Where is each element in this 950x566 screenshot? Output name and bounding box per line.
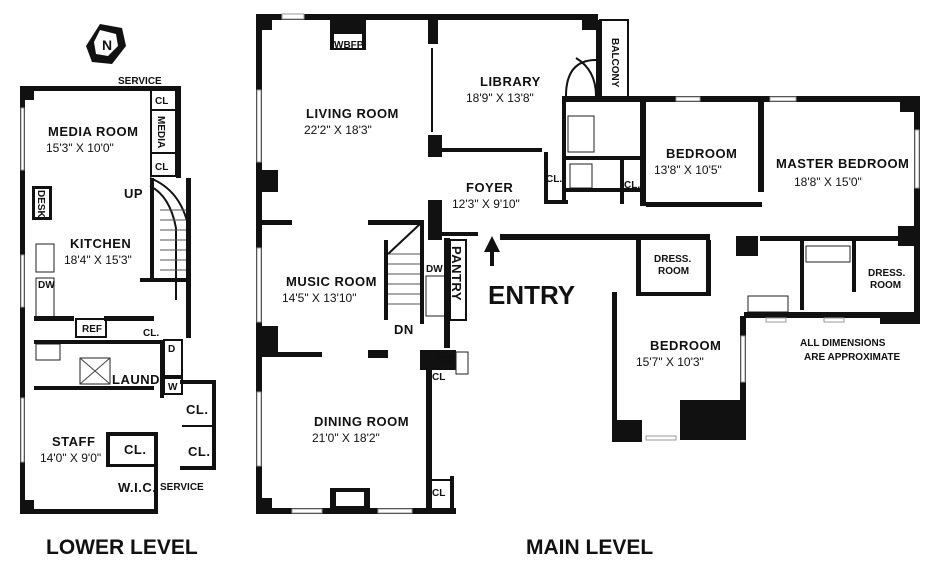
bedroom-2-dims: 15'7" X 10'3" (636, 355, 704, 369)
master-bedroom-name: MASTER BEDROOM (776, 156, 909, 171)
lower-level-title: LOWER LEVEL (46, 536, 198, 559)
dining-room-dims: 21'0" X 18'2" (312, 431, 380, 445)
entry-arrow-icon (484, 236, 500, 252)
staff-room-dims: 14'0" X 9'0" (40, 451, 101, 465)
compass-letter: N (102, 37, 113, 53)
lower-level-labels: SERVICE MEDIA ROOM 15'3" X 10'0" MEDIA C… (35, 76, 210, 495)
closet-label-2: CL. (624, 180, 640, 191)
washer-label: W (168, 382, 178, 393)
bedroom-2-name: BEDROOM (650, 338, 721, 353)
balcony-label: BALCONY (609, 38, 620, 88)
music-room-dims: 14'5" X 13'10" (282, 291, 357, 305)
note-line-1: ALL DIMENSIONS (800, 338, 886, 349)
wbfp-label: WBFP (334, 40, 364, 51)
note-line-2: ARE APPROXIMATE (804, 352, 900, 363)
closet-label-3: CL (432, 372, 445, 383)
bedroom-1-dims: 13'8" X 10'5" (654, 163, 722, 177)
service-label-bottom: SERVICE (160, 482, 204, 493)
main-level-plan (256, 13, 920, 514)
main-level-labels: WBFP BALCONY LIBRARY 18'9" X 13'8" LIVIN… (282, 38, 909, 499)
dressing-room-2-line1: DRESS. (868, 268, 905, 279)
master-bedroom-dims: 18'8" X 15'0" (794, 175, 862, 189)
library-name: LIBRARY (480, 74, 541, 89)
laundry-label: LAUND. (112, 372, 164, 387)
bedroom-1-name: BEDROOM (666, 146, 737, 161)
dining-room-name: DINING ROOM (314, 414, 409, 429)
staff-room-name: STAFF (52, 434, 95, 449)
refrigerator-label: REF (82, 324, 102, 335)
main-refrigerator-label: REF (436, 354, 456, 365)
living-room-name: LIVING ROOM (306, 106, 399, 121)
closet-label-d: CL. (124, 442, 146, 457)
music-room-name: MUSIC ROOM (286, 274, 377, 289)
service-label-top: SERVICE (118, 76, 162, 87)
desk-label: DESK (35, 190, 46, 219)
main-dishwasher-label: DW (426, 264, 443, 275)
stair-down-label: DN (394, 322, 414, 337)
dressing-room-1-line1: DRESS. (654, 254, 691, 265)
stair-up-label: UP (124, 186, 143, 201)
kitchen-name: KITCHEN (70, 236, 131, 251)
dressing-room-1-line2: ROOM (658, 266, 689, 277)
closet-label-4: CL (432, 488, 445, 499)
foyer-dims: 12'3" X 9'10" (452, 197, 520, 211)
foyer-name: FOYER (466, 180, 513, 195)
pantry-label: PANTRY (449, 246, 464, 301)
dryer-label: D (168, 344, 175, 355)
closet-label-b: CL (155, 162, 168, 173)
main-level-title: MAIN LEVEL (526, 536, 653, 559)
walk-in-closet-label: W.I.C. (118, 480, 156, 495)
closet-label-f: CL. (188, 444, 210, 459)
media-room-dims: 15'3" X 10'0" (46, 141, 114, 155)
library-dims: 18'9" X 13'8" (466, 91, 534, 105)
lower-level-plan (20, 86, 216, 514)
closet-label-e: CL. (186, 402, 208, 417)
dishwasher-label: DW (38, 280, 55, 291)
closet-label-1: CL. (546, 174, 562, 185)
kitchen-dims: 18'4" X 15'3" (64, 253, 132, 267)
living-room-dims: 22'2" X 18'3" (304, 123, 372, 137)
media-room-name: MEDIA ROOM (48, 124, 138, 139)
closet-label-c: CL. (143, 328, 159, 339)
dressing-room-2-line2: ROOM (870, 280, 901, 291)
north-compass-icon: N (86, 24, 126, 64)
closet-label-a: CL (155, 96, 168, 107)
entry-label: ENTRY (488, 280, 575, 310)
media-closet-label: MEDIA (155, 116, 166, 148)
